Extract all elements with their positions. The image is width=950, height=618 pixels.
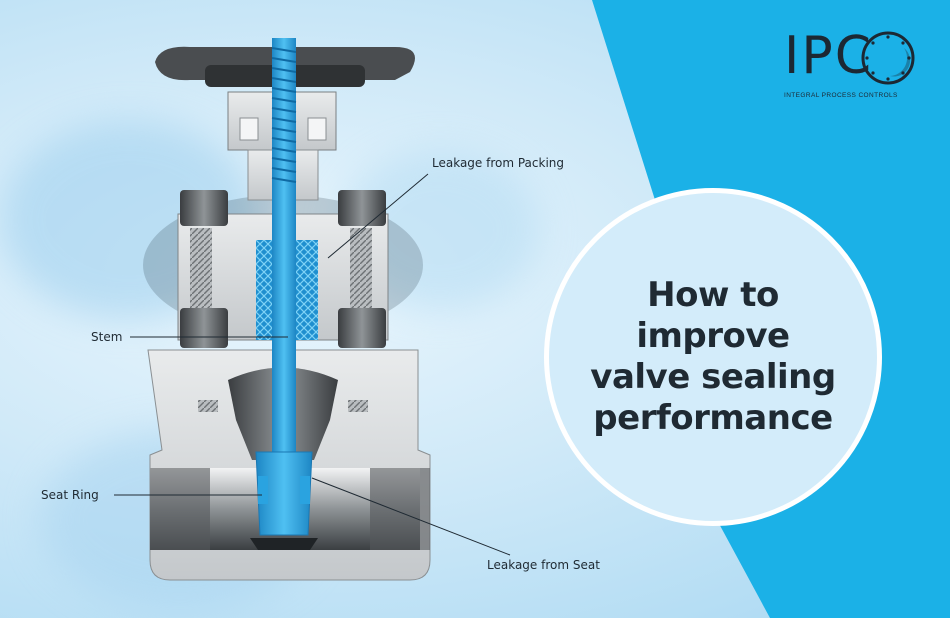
stem-thread — [271, 47, 297, 183]
stud-left — [190, 228, 212, 310]
logo: IPC INTEGRAL PROCESS CONTROLS — [784, 26, 915, 108]
gasket-right — [348, 400, 368, 412]
headline-circle: How to improve valve sealing performance — [544, 188, 882, 526]
leader-seat — [311, 477, 511, 556]
nut-top-right — [338, 190, 386, 226]
callout-seat-ring: Seat Ring — [41, 488, 99, 502]
headline-line: valve sealing — [590, 357, 836, 397]
logo-tagline: INTEGRAL PROCESS CONTROLS — [784, 92, 898, 99]
leader-packing — [327, 173, 429, 259]
headline-line: improve — [636, 316, 790, 356]
nut-top-left — [180, 190, 228, 226]
ipc-logo-ring-icon — [861, 31, 915, 85]
callout-leakage-seat: Leakage from Seat — [487, 558, 600, 572]
callout-stem: Stem — [91, 330, 123, 344]
seat-base — [250, 538, 318, 550]
yoke-nut-detail — [307, 117, 327, 141]
logo-text: IPC — [784, 26, 874, 86]
callout-leakage-packing: Leakage from Packing — [432, 156, 565, 170]
gate-wedge — [255, 451, 313, 536]
nut-bottom-left — [180, 308, 228, 348]
stem — [272, 38, 296, 478]
stud-right — [350, 228, 372, 310]
pipe-end-right — [370, 468, 430, 550]
yoke-nut-detail — [239, 117, 259, 141]
seat-ring-right — [300, 476, 310, 504]
headline-line: performance — [593, 398, 833, 438]
nut-bottom-right — [338, 308, 386, 348]
seat-ring-left — [258, 476, 268, 504]
gasket-left — [198, 400, 218, 412]
pipe-end-left — [150, 468, 210, 550]
page-title: How to improve valve sealing performance — [590, 275, 836, 439]
headline-line: How to — [647, 275, 779, 315]
